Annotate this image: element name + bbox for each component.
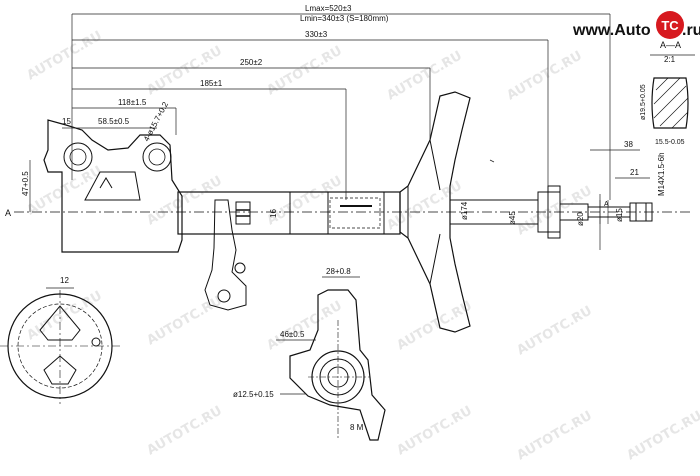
dim-12: 12: [60, 276, 69, 285]
dim-15b: ø15: [615, 208, 624, 222]
section-view-aa: A—A 2:1 ø19.5+0.05 15.5-0.05: [640, 40, 695, 146]
brand-logo: www.Auto TC .ru: [572, 11, 700, 39]
dim-thread: M14X1.5-6h: [657, 152, 666, 196]
section-dim-19: ø19.5+0.05: [640, 84, 647, 120]
section-dim-15: 15.5-0.05: [655, 139, 685, 146]
end-view: 12: [0, 276, 120, 404]
watermark: AUTOTC.RU: [385, 48, 465, 103]
watermark: AUTOTC.RU: [265, 43, 345, 98]
watermark-layer: AUTOTC.RU AUTOTC.RU AUTOTC.RU AUTOTC.RU …: [25, 28, 700, 463]
watermark: AUTOTC.RU: [505, 48, 585, 103]
section-mark-left: A: [5, 208, 11, 218]
watermark: AUTOTC.RU: [145, 403, 225, 458]
dim-45: ø45: [508, 211, 517, 225]
watermark: AUTOTC.RU: [515, 408, 595, 463]
watermark: AUTOTC.RU: [385, 178, 465, 233]
dim-lmax: Lmax=520±3: [305, 4, 352, 13]
dim-330: 330±3: [305, 30, 328, 39]
dim-58: 58.5±0.5: [98, 117, 130, 126]
dim-15: 15: [62, 117, 71, 126]
dim-28: 28+0.8: [326, 267, 351, 276]
watermark: AUTOTC.RU: [145, 43, 225, 98]
section-scale: 2:1: [664, 55, 676, 64]
bushing-view: 28+0.8 46±0.5 ø12.5+0.15 8 M: [233, 267, 385, 440]
section-mark-right: A: [604, 201, 609, 208]
dim-185: 185±1: [200, 79, 223, 88]
section-title: A—A: [660, 40, 681, 50]
dim-174: ø174: [460, 201, 469, 220]
logo-mark: TC: [661, 18, 679, 33]
dim-21: 21: [630, 168, 639, 177]
logo-prefix: www.Auto: [572, 22, 651, 39]
watermark: AUTOTC.RU: [515, 303, 595, 358]
watermark: AUTOTC.RU: [625, 408, 700, 463]
watermark: AUTOTC.RU: [25, 28, 105, 83]
dim-118: 118±1.5: [118, 98, 147, 107]
dim-250: 250±2: [240, 58, 263, 67]
watermark: AUTOTC.RU: [25, 288, 105, 343]
watermark: AUTOTC.RU: [265, 298, 345, 353]
dim-46: 46±0.5: [280, 330, 305, 339]
watermark: AUTOTC.RU: [25, 163, 105, 218]
dim-12-5: ø12.5+0.15: [233, 390, 274, 399]
watermark: AUTOTC.RU: [265, 173, 345, 228]
watermark: AUTOTC.RU: [145, 293, 225, 348]
watermark: AUTOTC.RU: [395, 403, 475, 458]
dim-47: 47+0.5: [21, 171, 30, 196]
watermark: AUTOTC.RU: [145, 173, 225, 228]
dim-38: 38: [624, 140, 633, 149]
dimension-labels: Lmax=520±3 Lmin=340±3 (S=180mm) 330±3 25…: [5, 4, 666, 226]
dim-lmin: Lmin=340±3 (S=180mm): [300, 14, 389, 23]
dim-16: 16: [269, 209, 278, 218]
dim-m8: 8 M: [350, 423, 364, 432]
dim-20: ø20: [576, 212, 585, 226]
logo-suffix: .ru: [682, 22, 700, 39]
